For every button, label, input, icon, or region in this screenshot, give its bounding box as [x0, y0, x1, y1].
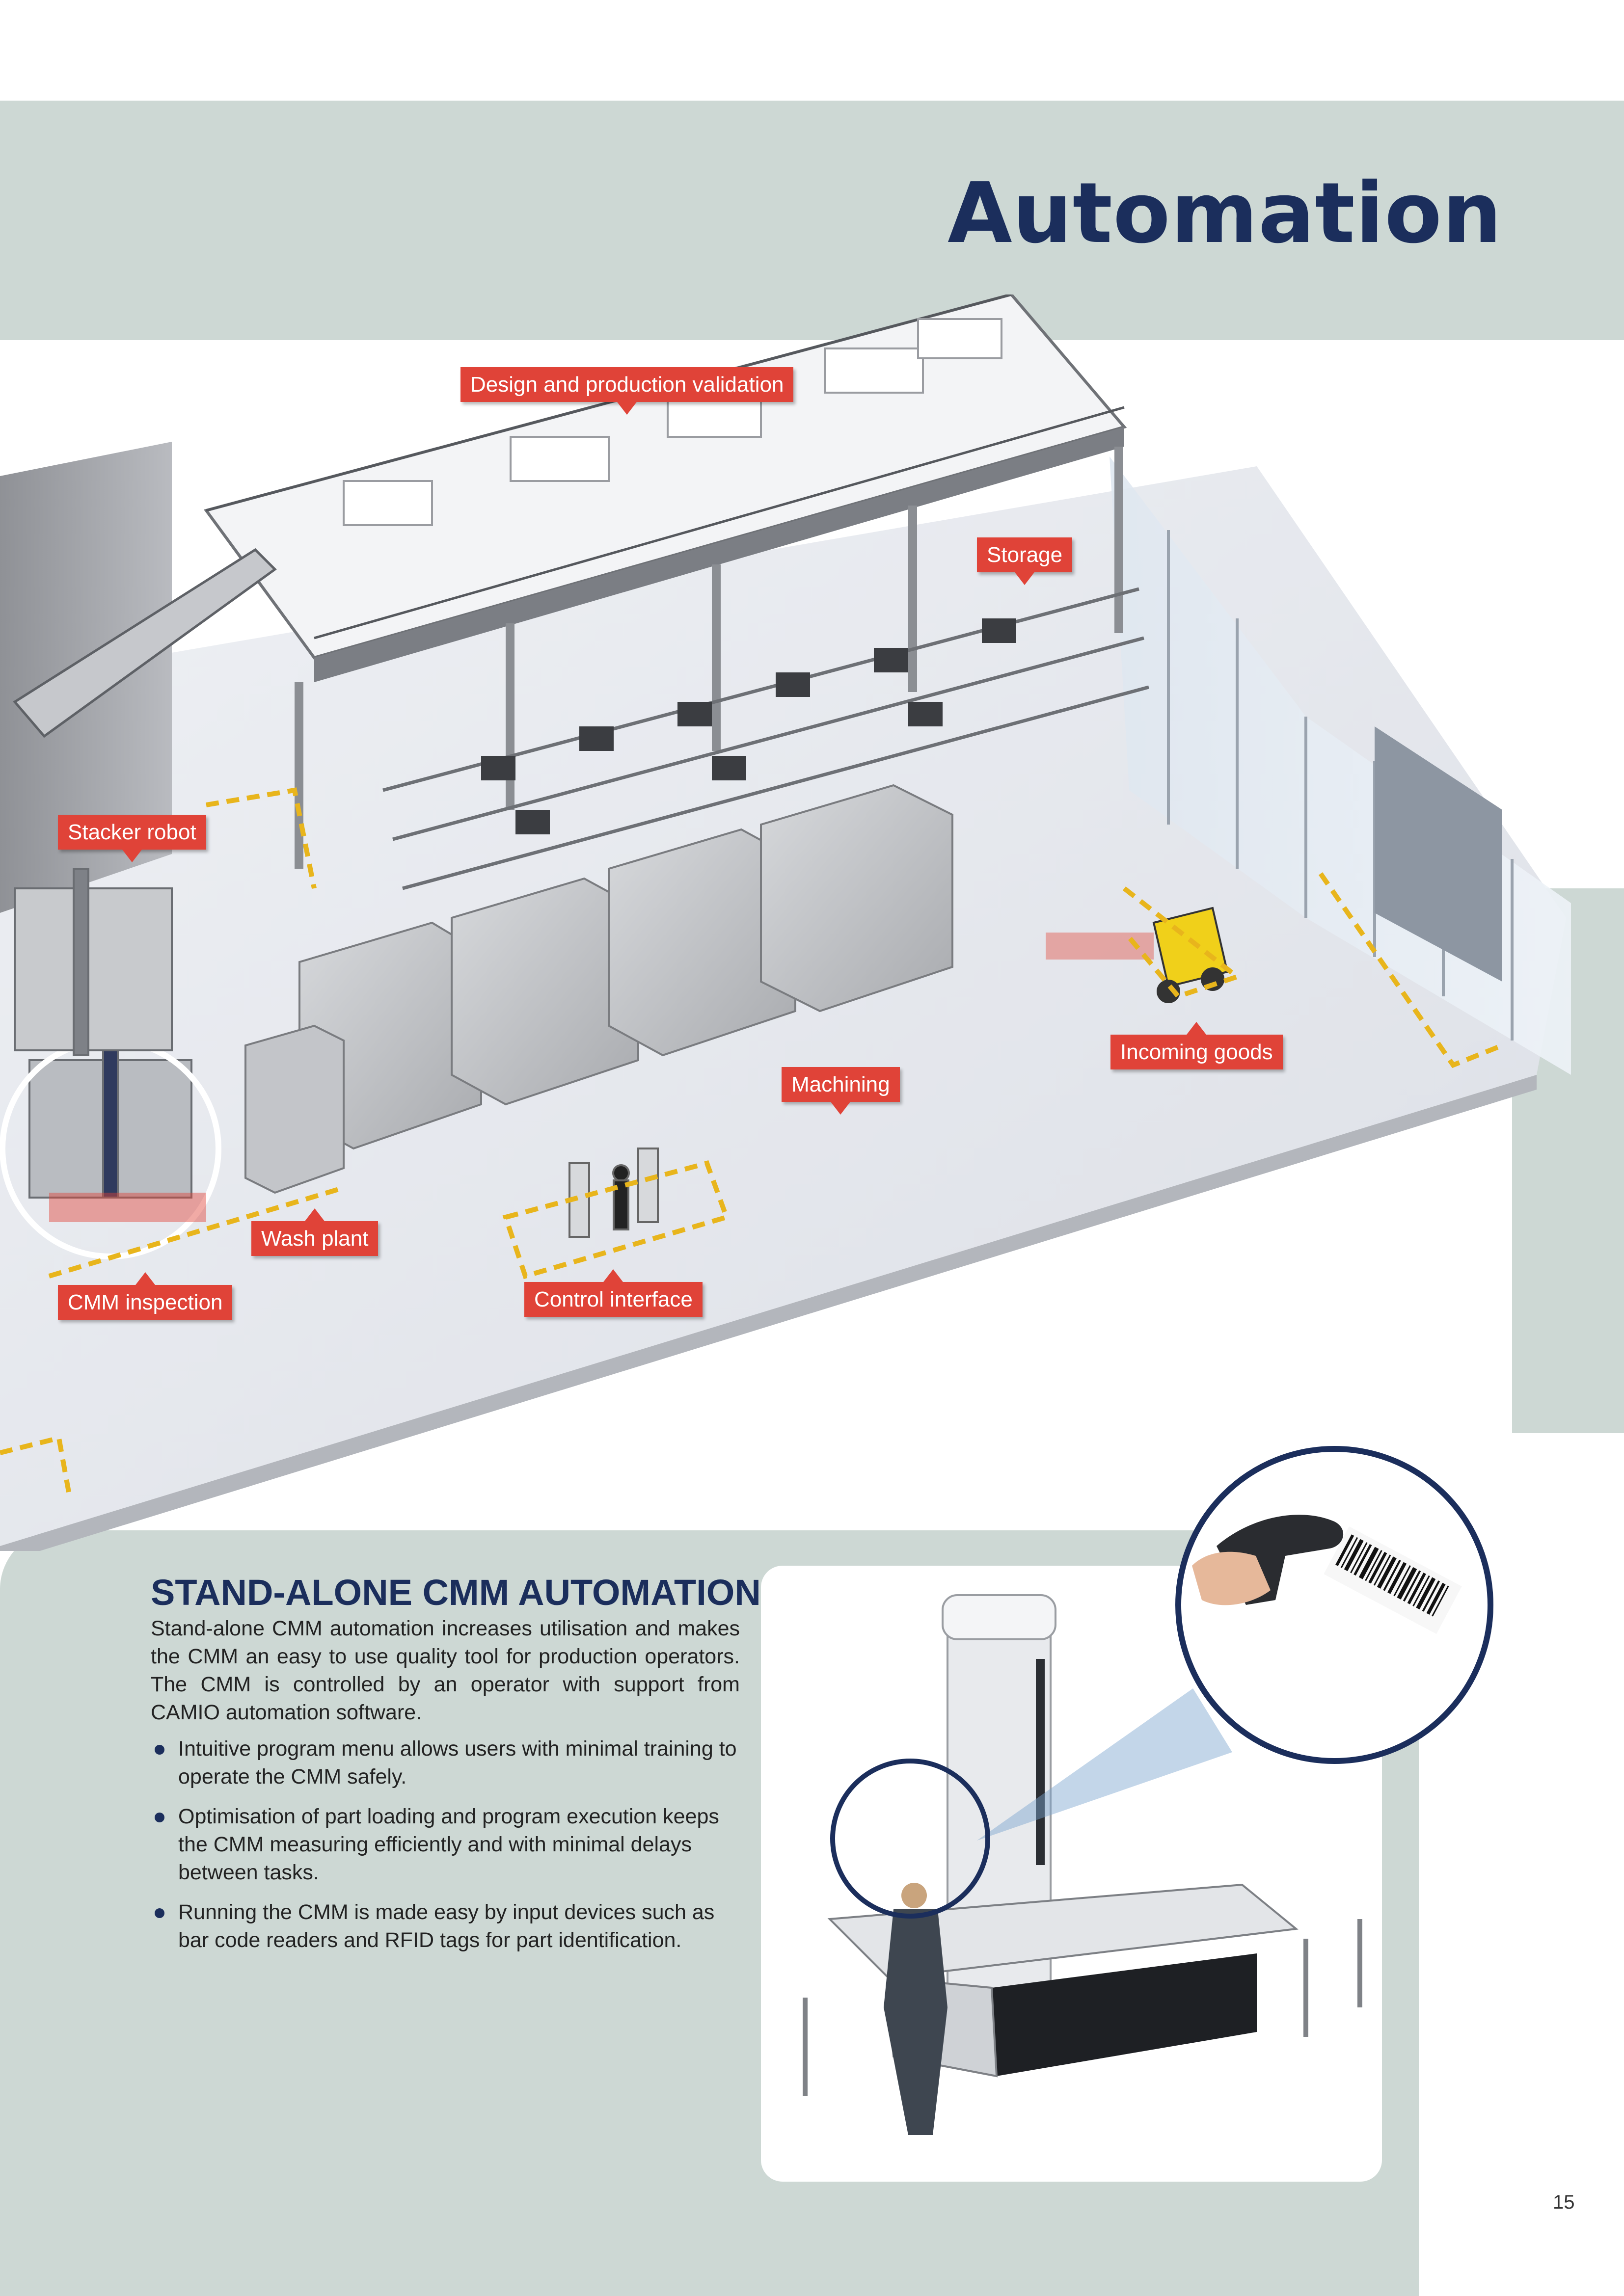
- callout-cmm-inspection: CMM inspection: [58, 1272, 233, 1320]
- list-item: Intuitive program menu allows users with…: [151, 1735, 750, 1791]
- callout-incoming-goods: Incoming goods: [1110, 1022, 1283, 1069]
- hazard-markings: [0, 787, 1503, 1493]
- stacker-robot: [14, 868, 173, 1056]
- callout-stacker-robot: Stacker robot: [58, 815, 206, 862]
- section-heading: STAND-ALONE CMM AUTOMATION: [151, 1572, 761, 1613]
- wash-plant: [244, 1024, 345, 1194]
- title-band: [0, 101, 1624, 340]
- shutter-doors: [1375, 726, 1502, 982]
- list-item-text: Running the CMM is made easy by input de…: [178, 1900, 715, 1952]
- section-intro: Stand-alone CMM automation increases uti…: [151, 1617, 740, 1724]
- mezzanine-columns: [295, 447, 1123, 869]
- factory-illustration: [0, 294, 1571, 1551]
- callout-machining: Machining: [782, 1067, 900, 1115]
- callout-design-validation: Design and production validation: [460, 367, 794, 415]
- bullet-icon: [155, 1745, 164, 1755]
- bullet-icon: [155, 1813, 164, 1822]
- callout-control-interface: Control interface: [524, 1269, 703, 1317]
- stand-alone-cmm-illustration: [803, 1594, 1362, 2135]
- page-number: 15: [1553, 2191, 1575, 2213]
- floor-edge: [0, 1075, 1537, 1551]
- list-item: Running the CMM is made easy by input de…: [151, 1898, 750, 1954]
- cmm-laser-zone: [49, 1193, 206, 1222]
- hand-icon: [1192, 1551, 1271, 1605]
- barcode-zoom-circle: [1175, 1446, 1493, 1764]
- barcode-label: [1324, 1526, 1462, 1634]
- callout-wash-plant: Wash plant: [251, 1208, 379, 1256]
- mezzanine-railing: [206, 294, 1125, 640]
- staircase: [13, 548, 277, 738]
- list-item-text: Optimisation of part loading and program…: [178, 1805, 719, 1884]
- machining-centres: [298, 784, 953, 1150]
- control-terminals: [568, 1148, 659, 1238]
- feature-list: Intuitive program menu allows users with…: [151, 1735, 750, 1966]
- cmm-cell: [28, 1040, 192, 1199]
- storage-pallets: [481, 618, 1016, 834]
- page-title: Automation: [947, 165, 1502, 262]
- list-item-text: Intuitive program menu allows users with…: [178, 1737, 737, 1789]
- list-item: Optimisation of part loading and program…: [151, 1803, 750, 1887]
- mezzanine-front: [314, 427, 1124, 682]
- callout-storage: Storage: [977, 537, 1073, 585]
- bullet-icon: [155, 1908, 164, 1918]
